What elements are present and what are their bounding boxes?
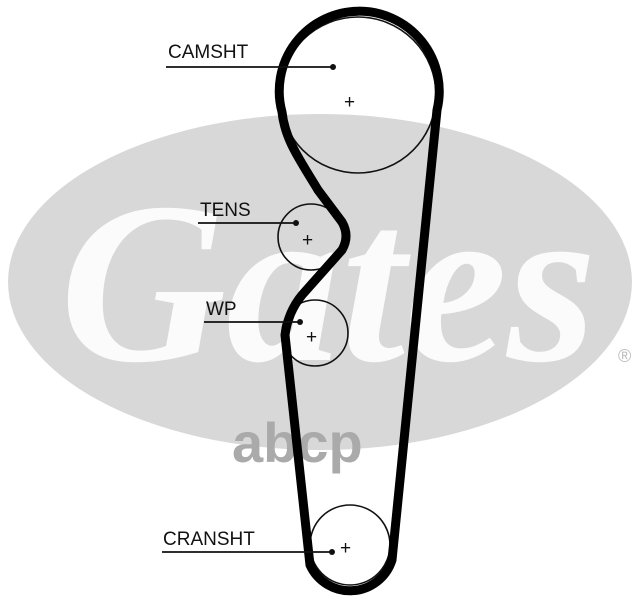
center-marks: + + + + [302,92,355,559]
leader-dots [293,64,336,555]
leader-lines [162,66,333,553]
crankshaft-center-mark: + [340,538,351,559]
camshaft-center-mark: + [344,92,355,113]
label-crankshaft: CRANSHT [163,529,255,550]
label-water-pump: WP [206,299,237,320]
water-pump-center-mark: + [306,327,317,348]
timing-belt [274,6,444,596]
label-tensioner: TENS [200,200,251,221]
tensioner-center-mark: + [302,230,313,251]
logo-text: Gates [60,155,597,410]
label-camshaft: CAMSHT [168,42,249,63]
registered-mark: ® [618,346,631,366]
gates-logo: Gates ® [8,114,632,450]
